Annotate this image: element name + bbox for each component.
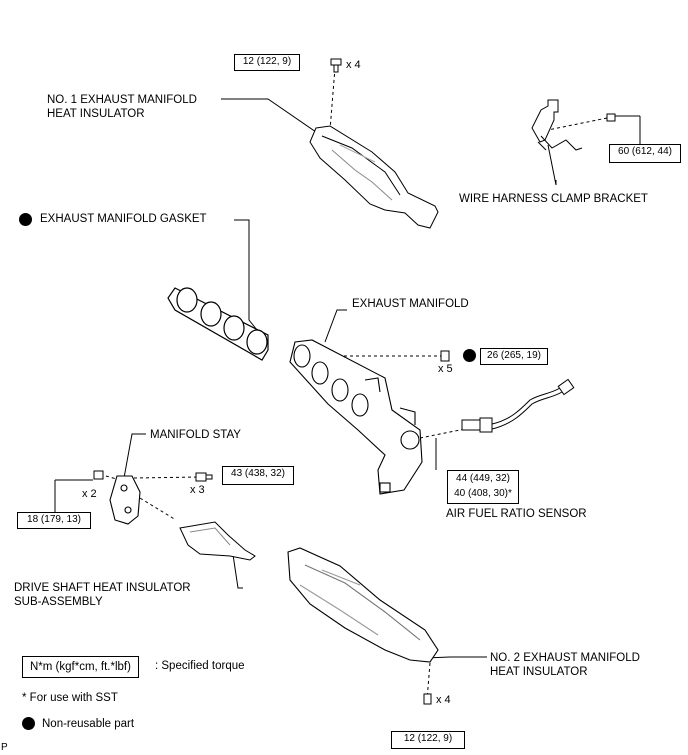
corner-code: P	[1, 742, 8, 753]
torque-top-bolt: 12 (122, 9)	[234, 54, 300, 71]
nonreusable-dot-nut	[463, 349, 476, 362]
torque-stay-nut: 18 (179, 13)	[17, 512, 91, 529]
stay-nut-drawing	[93, 470, 104, 480]
legend-sst-note: * For use with SST	[22, 692, 118, 704]
bottom-bolt-drawing	[423, 693, 432, 705]
label-drive-shaft-insulator: DRIVE SHAFT HEAT INSULATOR SUB-ASSEMBLY	[14, 582, 191, 608]
leader-drive-shaft-insulator	[231, 547, 243, 589]
top-bolt-drawing	[330, 58, 342, 73]
label-no1-insulator: NO. 1 EXHAUST MANIFOLD HEAT INSULATOR	[47, 94, 197, 120]
legend-nonreusable-text: Non-reusable part	[42, 718, 135, 730]
af-sensor-drawing	[461, 378, 575, 433]
torque-stay-bolt: 43 (438, 32)	[222, 466, 294, 485]
leader-no1-insulator	[221, 98, 317, 133]
manifold-stay-drawing	[109, 475, 141, 525]
leader-exhaust-manifold	[324, 309, 347, 343]
drive-shaft-insulator-drawing	[179, 521, 256, 561]
leader-no2-insulator	[424, 656, 487, 659]
qty-bottom-bolt: x 4	[436, 694, 451, 706]
label-exhaust-manifold: EXHAUST MANIFOLD	[352, 298, 469, 310]
qty-stay-nut: x 2	[82, 488, 97, 500]
nonreusable-dot-gasket	[19, 213, 32, 226]
label-no2-insulator: NO. 2 EXHAUST MANIFOLD HEAT INSULATOR	[490, 652, 640, 678]
manifold-nut-drawing	[440, 350, 450, 362]
leader-manifold-stay	[123, 433, 146, 479]
stay-bolt-drawing	[195, 472, 213, 482]
torque-af-sensor-sst: 40 (408, 30)*	[454, 488, 512, 499]
label-no1-insulator-line1: NO. 1 EXHAUST MANIFOLD HEAT INSULATOR	[47, 93, 197, 121]
label-wire-bracket: WIRE HARNESS CLAMP BRACKET	[459, 193, 648, 205]
no2-heat-insulator-drawing	[287, 547, 439, 663]
legend-nonreusable-dot	[22, 717, 35, 730]
legend-torque-box: N*m (kgf*cm, ft.*lbf)	[22, 656, 139, 678]
torque-bracket-bolt: 60 (612, 44)	[609, 144, 681, 163]
leader-wire-bracket	[547, 144, 557, 186]
qty-top-bolt: x 4	[346, 59, 361, 71]
qty-stay-bolt: x 3	[190, 484, 205, 496]
gasket-drawing	[167, 287, 269, 361]
torque-af-sensor-standard: 44 (449, 32)	[456, 473, 510, 484]
torque-af-sensor: 44 (449, 32) 40 (408, 30)*	[447, 470, 519, 504]
label-manifold-stay: MANIFOLD STAY	[150, 429, 241, 441]
label-af-sensor: AIR FUEL RATIO SENSOR	[446, 508, 587, 520]
wire-bracket-drawing	[531, 99, 616, 151]
torque-manifold-nut: 26 (265, 19)	[480, 348, 548, 365]
no1-heat-insulator-drawing	[309, 125, 439, 229]
legend-torque-text: : Specified torque	[155, 660, 245, 672]
exhaust-manifold-drawing	[289, 339, 423, 495]
leader-gasket	[234, 219, 258, 331]
label-gasket: EXHAUST MANIFOLD GASKET	[40, 213, 207, 225]
qty-manifold-nut: x 5	[438, 363, 453, 375]
torque-bottom-bolt: 12 (122, 9)	[391, 731, 465, 749]
